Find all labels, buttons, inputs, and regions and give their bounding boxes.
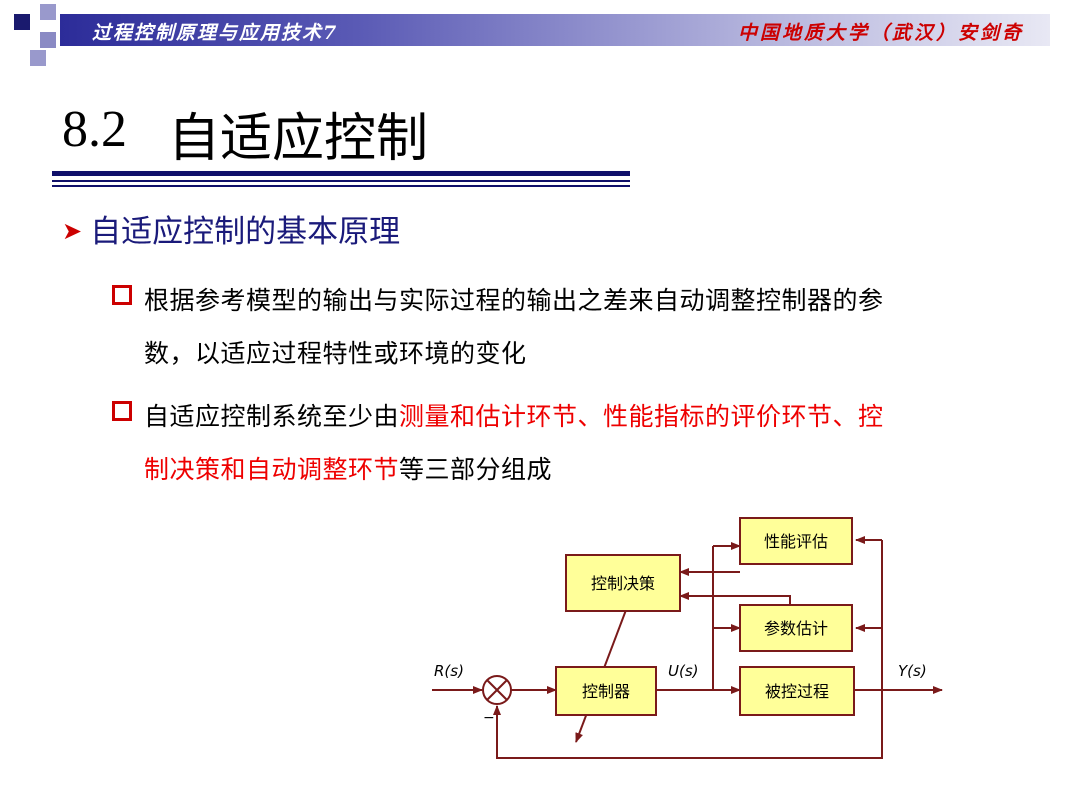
point2-highlight: 制决策和自动调整环节 (144, 455, 400, 484)
summing-junction-cross (486, 679, 508, 701)
control-decision-label: 控制决策 (591, 574, 655, 593)
header-deco-square-light (40, 32, 56, 48)
square-bullet-icon (112, 401, 132, 421)
heading-text: 自适应控制的基本原理 (90, 214, 401, 250)
institution-label: 中国地质大学（武汉）安剑奇 (737, 22, 1024, 44)
section-number: 8.2 (62, 101, 127, 158)
process-block (739, 666, 855, 716)
summing-junction (482, 675, 512, 705)
process-label: 被控过程 (765, 682, 829, 701)
output-signal-label: Y(s) (898, 662, 927, 680)
minus-sign: − (483, 710, 495, 726)
point2-line1: 自适应控制系统至少由测量和估计环节、性能指标的评价环节、控 (144, 397, 884, 433)
point1-line2: 数，以适应过程特性或环境的变化 (144, 339, 527, 368)
course-title: 过程控制原理与应用技术7 (92, 22, 339, 44)
header-bar (60, 14, 1050, 46)
title-rule-thin (52, 180, 630, 182)
header-deco-square-dark (14, 14, 30, 30)
param-estimate-label: 参数估计 (764, 619, 828, 638)
estimate-to-decision-line (679, 592, 791, 610)
header-deco-square-light (30, 50, 46, 66)
slide-title: 自适应控制 (168, 109, 429, 169)
point2-highlight: 测量和估计环节、性能指标的评价环节、控 (399, 402, 884, 431)
control-signal-label: U(s) (668, 662, 699, 680)
point2-line2: 制决策和自动调整环节等三部分组成 (144, 450, 552, 486)
arrow-bullet-icon: ➤ (62, 217, 83, 245)
title-rule-thin (52, 185, 630, 187)
summing-junction-cross (486, 679, 508, 701)
point2-text: 等三部分组成 (399, 455, 553, 484)
point2-text: 自适应控制系统至少由 (144, 402, 400, 431)
performance-eval-label: 性能评估 (764, 532, 828, 551)
param-estimate-block (739, 604, 853, 652)
header-deco-square-light (40, 4, 56, 20)
adjust-arrow (575, 609, 627, 743)
controller-block (555, 666, 657, 716)
performance-eval-block (739, 517, 853, 565)
reference-signal-label: R(s) (434, 662, 464, 680)
title-rule-thick (52, 171, 630, 176)
controller-label: 控制器 (582, 682, 630, 701)
square-bullet-icon (112, 285, 132, 305)
heading-bullet: ➤自适应控制的基本原理 (62, 206, 400, 251)
control-decision-block (565, 554, 681, 612)
point1-line1: 根据参考模型的输出与实际过程的输出之差来自动调整控制器的参 (144, 286, 884, 315)
feedback-line (493, 690, 883, 759)
